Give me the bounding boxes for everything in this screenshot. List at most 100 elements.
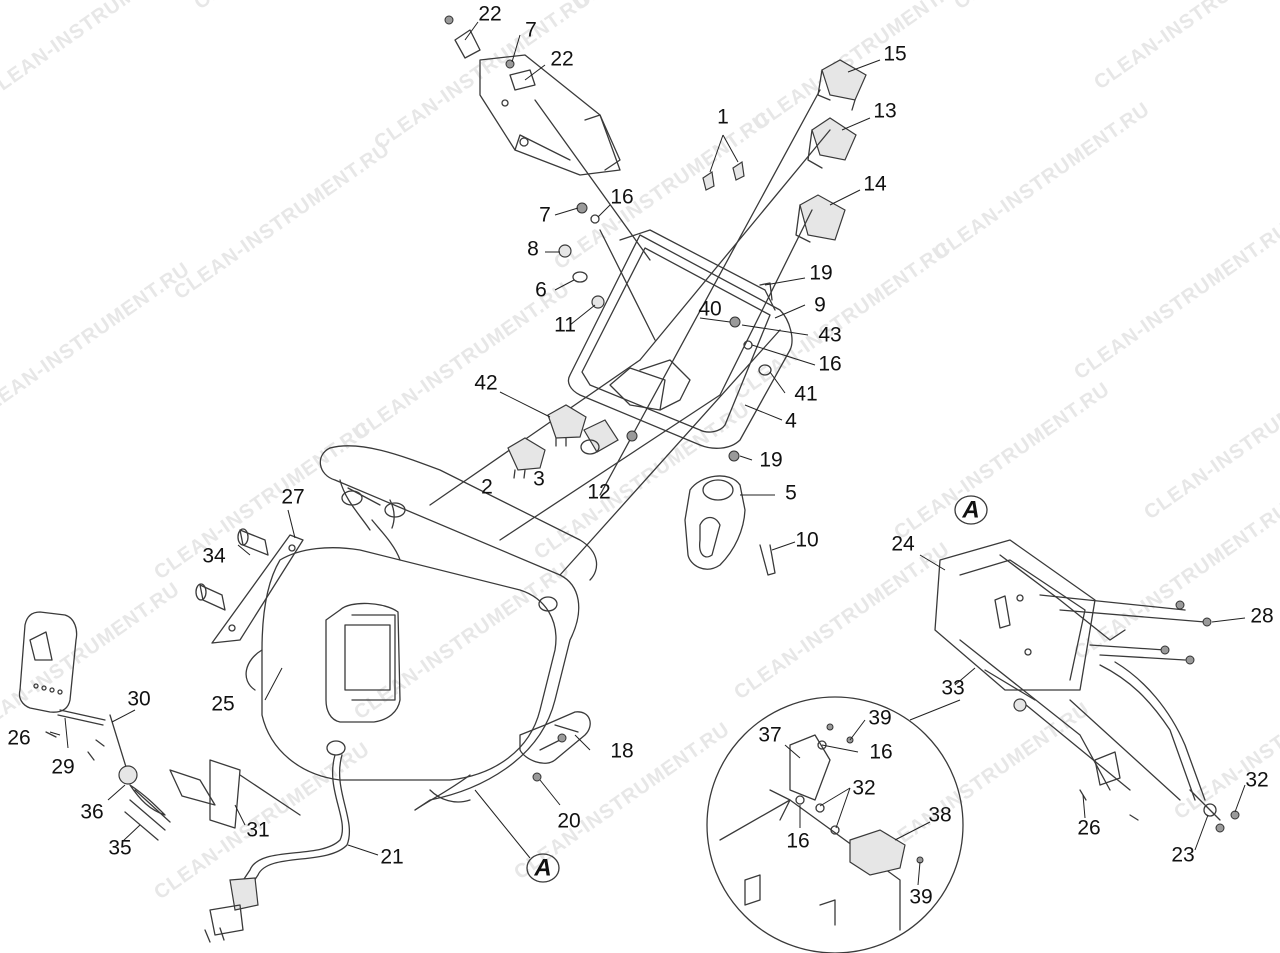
callout-1: 1: [717, 106, 729, 129]
callout-33: 33: [941, 677, 964, 700]
callout-20: 20: [557, 810, 580, 833]
callout-7-mid: 7: [539, 204, 551, 227]
callout-5: 5: [785, 482, 797, 505]
callout-10: 10: [795, 529, 818, 552]
watermark-text: CLEAN-INSTRUMENT.RU: [950, 0, 1174, 14]
callout-22-mid: 22: [550, 48, 573, 71]
callout-labels: 22 7 22 15 13 1 14 7 16 8 6 11 19 9 40 4…: [7, 3, 1273, 909]
detail-marker-a-lower: A: [526, 853, 560, 883]
callout-2: 2: [481, 476, 493, 499]
callout-43: 43: [818, 324, 841, 347]
callout-31: 31: [246, 819, 269, 842]
watermark-text: CLEAN-INSTRUMENT.RU: [730, 238, 954, 404]
watermark-text: CLEAN-INSTRUMENT.RU: [0, 0, 204, 104]
callout-11: 11: [554, 314, 576, 337]
watermark-text: CLEAN-INSTRUMENT.RU: [1070, 498, 1280, 664]
callout-39-bottom: 39: [909, 886, 932, 909]
callout-3: 3: [533, 468, 545, 491]
socket-12: [580, 419, 638, 455]
callout-14: 14: [863, 173, 887, 196]
switch-14: [795, 194, 846, 243]
callout-26-left: 26: [7, 727, 30, 750]
power-cord-21: [204, 754, 351, 943]
callout-23: 23: [1171, 844, 1194, 867]
callout-38: 38: [928, 804, 951, 827]
callout-7-top: 7: [525, 19, 537, 42]
callout-22-top: 22: [478, 3, 501, 26]
callout-40: 40: [698, 298, 721, 321]
callout-32-right: 32: [1245, 769, 1268, 792]
callout-28: 28: [1250, 605, 1273, 628]
callout-18: 18: [610, 740, 633, 763]
callout-27: 27: [281, 486, 304, 509]
assembly-lines: [429, 89, 831, 576]
callout-13: 13: [873, 100, 896, 123]
rollers-34: [195, 528, 269, 611]
callout-16-top: 16: [610, 186, 633, 209]
detail-marker-a-lower-label: A: [533, 854, 551, 881]
callout-32-detail: 32: [852, 777, 875, 800]
frame-assembly-24: [934, 539, 1240, 833]
watermark-text: CLEAN-INSTRUMENT.RU: [1140, 358, 1280, 524]
switch-13: [807, 117, 857, 169]
callout-16-detail-right: 16: [869, 741, 892, 764]
callout-9: 9: [814, 294, 826, 317]
relay-2: [507, 437, 546, 479]
callout-34: 34: [202, 545, 226, 568]
leader-lines: [49, 21, 1246, 886]
callout-24: 24: [891, 533, 915, 556]
detail-circle: [706, 696, 964, 953]
watermark-text: CLEAN-INSTRUMENT.RU: [1070, 218, 1280, 384]
watermark-text: CLEAN-INSTRUMENT.RU: [0, 258, 194, 424]
watermark-text: CLEAN-INSTRUMENT.RU: [1090, 0, 1280, 94]
switch-panel: [567, 229, 793, 449]
watermark-text: CLEAN-INSTRUMENT.RU: [930, 98, 1154, 264]
console-body: [245, 445, 598, 811]
relay-3: [547, 404, 587, 447]
watermark-text: CLEAN-INSTRUMENT.RU: [350, 558, 574, 724]
switch-15: [817, 59, 867, 111]
callout-30: 30: [127, 688, 150, 711]
watermark-text: CLEAN-INSTRUMENT.RU: [550, 108, 774, 274]
callout-16-right: 16: [818, 353, 841, 376]
grip-cover-5: [684, 475, 776, 576]
callout-25: 25: [211, 693, 234, 716]
watermark-text: CLEAN-INSTRUMENT.RU: [190, 0, 414, 14]
callout-41: 41: [794, 383, 817, 406]
plate-27: [211, 534, 304, 644]
pedal-assembly: [18, 611, 301, 841]
callout-8: 8: [527, 238, 539, 261]
watermark-text: CLEAN-INSTRUMENT.RU: [150, 418, 374, 584]
watermark-text: CLEAN-INSTRUMENT.RU: [570, 0, 794, 14]
watermark-text: CLEAN-INSTRUMENT.RU: [730, 538, 954, 704]
callout-19-lower: 19: [759, 449, 782, 472]
detail-marker-a-upper-label: A: [961, 496, 979, 523]
callout-6: 6: [535, 279, 547, 302]
callout-21: 21: [380, 846, 403, 869]
bracket-18: [519, 711, 591, 782]
watermark-text: CLEAN-INSTRUMENT.RU: [890, 378, 1114, 544]
callout-15: 15: [883, 43, 906, 66]
callout-39-top: 39: [868, 707, 891, 730]
detail-marker-a-upper: A: [954, 495, 988, 525]
callout-26-right: 26: [1077, 817, 1100, 840]
callout-12: 12: [587, 481, 610, 504]
callout-35: 35: [108, 837, 131, 860]
watermark-text: CLEAN-INSTRUMENT.RU: [170, 138, 394, 304]
callout-36: 36: [80, 801, 103, 824]
callout-42: 42: [474, 372, 497, 395]
callout-37: 37: [758, 724, 781, 747]
callout-16-detail-left: 16: [786, 830, 809, 853]
fasteners-top: [558, 160, 773, 462]
watermark-text: CLEAN-INSTRUMENT.RU: [870, 698, 1094, 864]
watermark-text: CLEAN-INSTRUMENT.RU: [1170, 658, 1280, 824]
callout-29: 29: [51, 756, 74, 779]
watermark-text: CLEAN-INSTRUMENT.RU: [0, 578, 184, 744]
watermark-text: CLEAN-INSTRUMENT.RU: [350, 278, 574, 444]
callout-19-top: 19: [809, 262, 832, 285]
handle-bracket: [444, 15, 621, 176]
callout-4: 4: [785, 410, 797, 433]
